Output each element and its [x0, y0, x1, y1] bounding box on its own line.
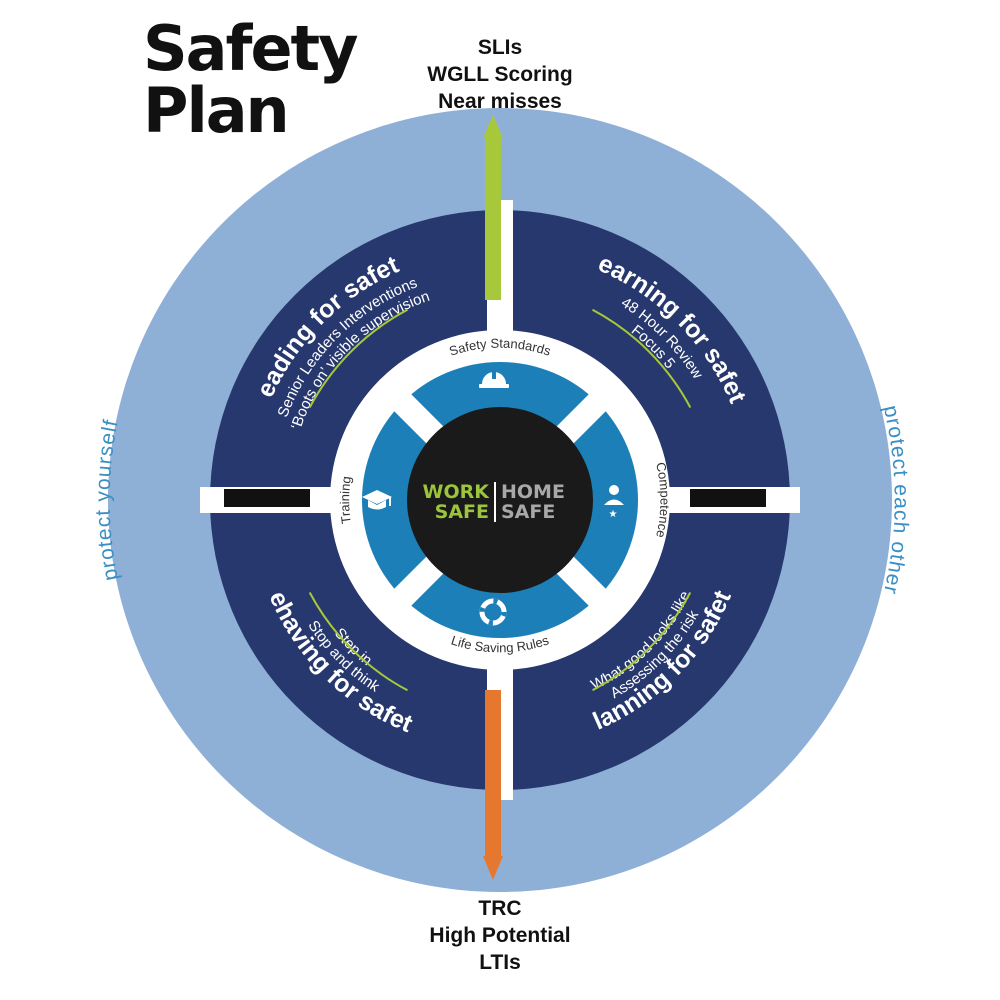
- title-line-1: Safety: [143, 12, 359, 85]
- logo-safe-right: SAFE: [501, 501, 555, 523]
- bottom-indicator: High Potential: [429, 924, 571, 947]
- logo-home: HOME: [501, 481, 565, 503]
- page-title: Safety Plan: [143, 12, 359, 147]
- learning-accent-line: [592, 308, 692, 408]
- green-arrow-shaft: [485, 135, 501, 300]
- bottom-indicator: LTIs: [479, 951, 521, 974]
- lifebuoy-icon: [479, 598, 507, 626]
- top-indicator: SLIs: [477, 36, 523, 59]
- graduation-cap-icon: [362, 490, 392, 510]
- orange-arrow-shaft: [485, 690, 501, 858]
- inner-label-right: Competence: [653, 461, 672, 539]
- inner-label-bottom: Life Saving Rules: [449, 632, 551, 655]
- hard-hat-icon: [479, 371, 509, 388]
- leading-accent-line: [308, 308, 408, 408]
- bottom-indicators: TRC High Potential LTIs: [350, 895, 650, 976]
- behaving-accent-line: [308, 592, 408, 692]
- logo-safe-left: SAFE: [435, 501, 489, 523]
- person-star-icon: ★: [604, 485, 624, 520]
- inner-label-left: Training: [337, 475, 354, 525]
- top-indicator: WGLL Scoring: [427, 63, 573, 86]
- logo-divider: [494, 482, 496, 522]
- title-line-2: Plan: [143, 74, 290, 147]
- right-divider-bar: [690, 489, 766, 507]
- bottom-indicator: TRC: [478, 897, 522, 920]
- center-circle: [407, 407, 593, 593]
- top-indicator: Near misses: [438, 90, 562, 113]
- orange-arrow-head: [483, 856, 503, 880]
- green-arrow-head: [483, 115, 503, 138]
- top-indicators: SLIs WGLL Scoring Near misses: [350, 34, 650, 115]
- svg-text:★: ★: [609, 509, 618, 520]
- left-divider-bar: [224, 489, 310, 507]
- logo-work: WORK: [423, 481, 491, 503]
- planning-accent-line: [592, 592, 692, 692]
